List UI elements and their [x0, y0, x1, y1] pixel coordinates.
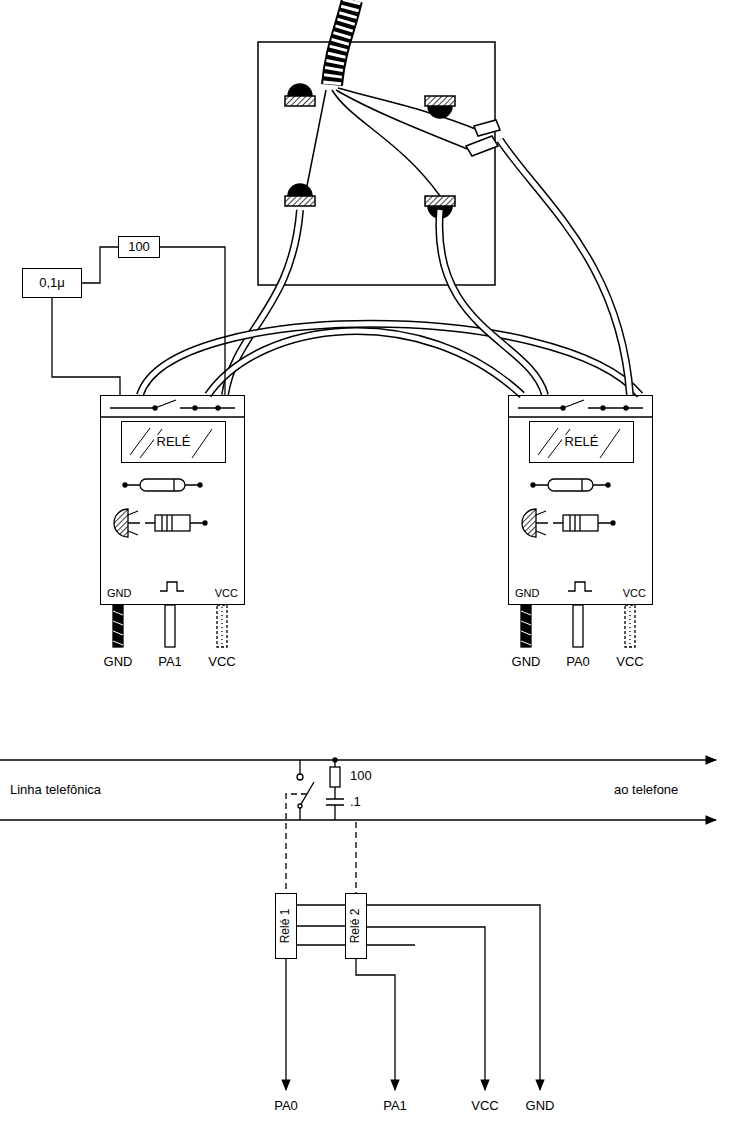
relay-board: RELÉ GND VCC	[100, 395, 245, 605]
pin-label: PA1	[156, 655, 184, 670]
wire	[160, 247, 225, 395]
pin-label: VCC	[614, 655, 645, 670]
pin-label: VCC	[206, 655, 237, 670]
signal-label: VCC	[469, 1099, 500, 1114]
pin-label: PA0	[564, 655, 592, 670]
relay-window: RELÉ	[529, 421, 634, 463]
relay-board-text: GND	[107, 587, 131, 599]
signal-label: PA0	[272, 1099, 300, 1114]
pin-label: GND	[102, 655, 135, 670]
capacitor-box: 0,1μ	[22, 268, 82, 298]
relay-window-text: RELÉ	[154, 435, 194, 449]
relay-block-text: Relé 2	[349, 909, 362, 944]
signal-label: GND	[524, 1099, 557, 1114]
relay-block: Relé 1	[275, 893, 297, 959]
relay-window-text: RELÉ	[562, 435, 602, 449]
relay-board-text: VCC	[215, 587, 238, 599]
relay-window: RELÉ	[121, 421, 226, 463]
relay-block-text: Relé 1	[279, 909, 292, 944]
line-label: Linha telefônica	[8, 783, 103, 798]
wire	[297, 925, 345, 926]
relay-board: RELÉ GND VCC	[508, 395, 653, 605]
resistor-box: 100	[118, 236, 160, 258]
component-value: .1	[348, 795, 363, 810]
wire	[52, 298, 120, 395]
pin-label: GND	[510, 655, 543, 670]
capacitor-box-text: 0,1μ	[39, 276, 65, 290]
component-value: 100	[348, 769, 374, 784]
signal-label: PA1	[381, 1099, 409, 1114]
relay-block: Relé 2	[345, 893, 367, 959]
relay-board-text: GND	[515, 587, 539, 599]
line-label: ao telefone	[612, 783, 680, 798]
resistor-box-text: 100	[128, 240, 150, 254]
relay-board-text: VCC	[623, 587, 646, 599]
wire	[82, 247, 118, 283]
